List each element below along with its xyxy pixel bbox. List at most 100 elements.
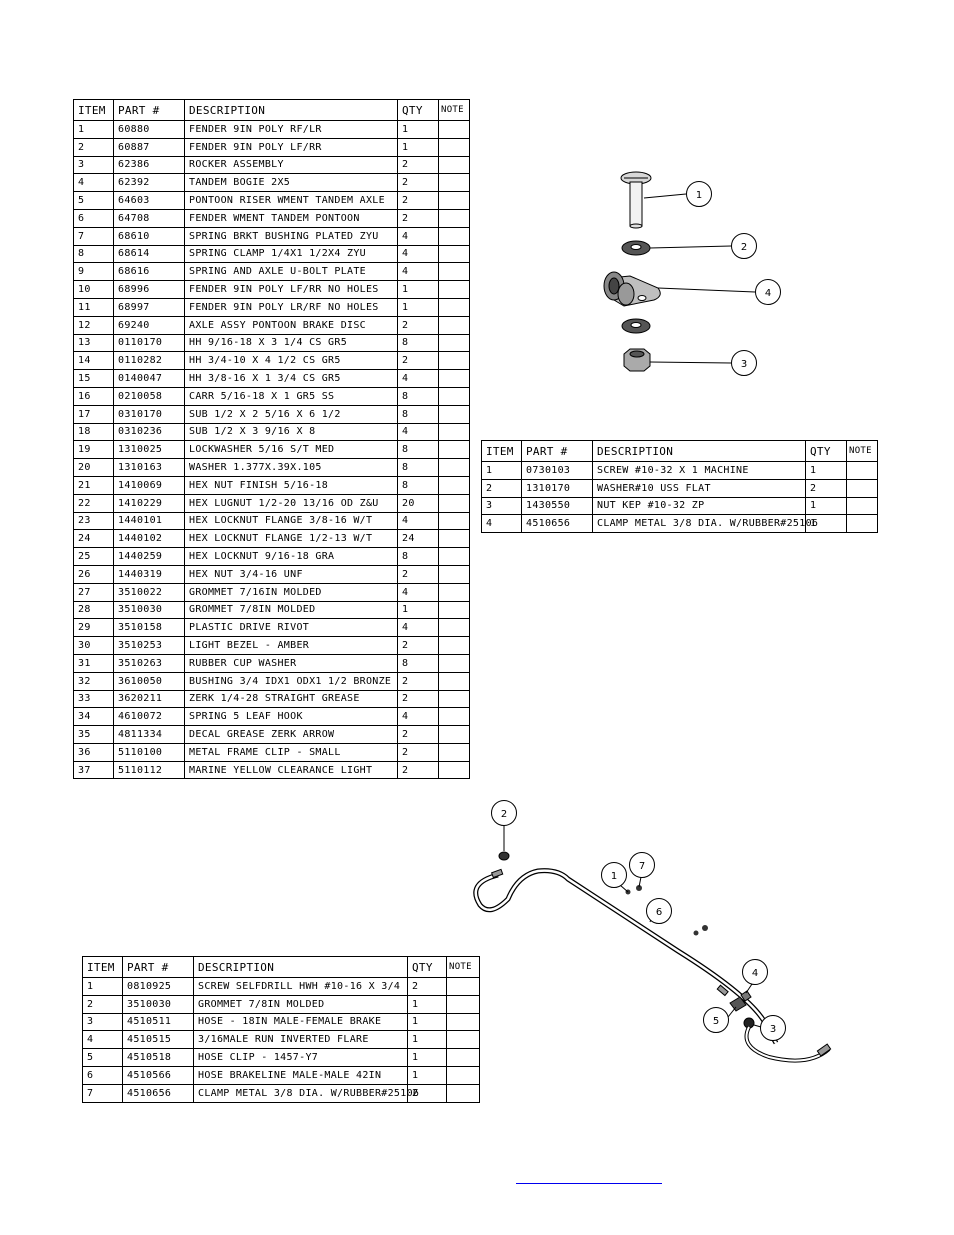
note-cell bbox=[438, 671, 470, 691]
item-cell: 8 bbox=[73, 244, 114, 264]
description-cell: SCREW SELFDRILL HWH #10-16 X 3/4 bbox=[193, 977, 408, 996]
item-cell: 22 bbox=[73, 493, 114, 513]
part-number-cell: 1410229 bbox=[113, 493, 185, 513]
description-cell: SUB 1/2 X 2 5/16 X 6 1/2 bbox=[184, 404, 398, 424]
part-number-cell: 1310025 bbox=[113, 440, 185, 460]
table-header-row: ITEM PART # DESCRIPTION QTY NOTE bbox=[481, 440, 878, 462]
part-number-cell: 1440319 bbox=[113, 564, 185, 584]
header-item: ITEM bbox=[82, 956, 123, 978]
header-description: DESCRIPTION bbox=[184, 99, 398, 121]
qty-cell: 20 bbox=[397, 493, 439, 513]
callout-3: 3 bbox=[770, 1024, 776, 1035]
part-number-cell: 64603 bbox=[113, 191, 185, 210]
qty-cell: 1 bbox=[397, 137, 439, 157]
qty-cell: 1 bbox=[805, 514, 847, 534]
description-cell: CARR 5/16-18 X 1 GR5 SS bbox=[184, 386, 398, 406]
fitting-part bbox=[729, 996, 747, 1012]
description-cell: DECAL GREASE ZERK ARROW bbox=[184, 725, 398, 744]
note-cell bbox=[438, 262, 470, 282]
item-cell: 10 bbox=[73, 280, 114, 299]
item-cell: 2 bbox=[82, 994, 123, 1014]
part-number-cell: 62386 bbox=[113, 155, 185, 175]
header-note: NOTE bbox=[846, 440, 878, 462]
item-cell: 34 bbox=[73, 707, 114, 727]
note-cell bbox=[438, 707, 470, 727]
header-note: NOTE bbox=[446, 956, 480, 978]
footer-link[interactable] bbox=[516, 1180, 662, 1184]
header-qty: QTY bbox=[397, 99, 439, 121]
qty-cell: 2 bbox=[397, 173, 439, 193]
qty-cell: 2 bbox=[397, 725, 439, 744]
note-cell bbox=[438, 600, 470, 620]
qty-cell: 2 bbox=[397, 671, 439, 691]
item-cell: 2 bbox=[481, 478, 522, 498]
header-description: DESCRIPTION bbox=[193, 956, 408, 978]
description-cell: CLAMP METAL 3/8 DIA. W/RUBBER#25106 bbox=[193, 1083, 419, 1103]
item-cell: 26 bbox=[73, 564, 114, 584]
note-cell bbox=[438, 137, 470, 157]
description-cell: GROMMET 7/8IN MOLDED bbox=[184, 600, 398, 620]
qty-cell: 1 bbox=[397, 280, 439, 299]
qty-cell: 4 bbox=[397, 511, 439, 531]
description-cell: HEX LOCKNUT FLANGE 3/8-16 W/T bbox=[184, 511, 398, 531]
description-cell: RUBBER CUP WASHER bbox=[184, 653, 398, 673]
description-cell: SCREW #10-32 X 1 MACHINE bbox=[592, 461, 806, 480]
description-cell: WASHER 1.377X.39X.105 bbox=[184, 458, 398, 477]
qty-cell: 2 bbox=[397, 564, 439, 584]
item-cell: 5 bbox=[73, 191, 114, 210]
part-number-cell: 68610 bbox=[113, 226, 185, 246]
part-number-cell: 60880 bbox=[113, 120, 185, 139]
item-cell: 7 bbox=[82, 1083, 123, 1103]
qty-cell: 2 bbox=[397, 636, 439, 655]
qty-cell: 1 bbox=[407, 1030, 447, 1050]
item-cell: 16 bbox=[73, 386, 114, 406]
item-cell: 20 bbox=[73, 458, 114, 477]
header-item: ITEM bbox=[481, 440, 522, 462]
note-cell bbox=[438, 760, 470, 780]
item-cell: 1 bbox=[73, 120, 114, 139]
item-cell: 1 bbox=[82, 977, 123, 996]
note-cell bbox=[438, 742, 470, 762]
part-number-cell: 4610072 bbox=[113, 707, 185, 727]
item-cell: 3 bbox=[73, 155, 114, 175]
note-cell bbox=[846, 514, 878, 534]
note-cell bbox=[438, 458, 470, 477]
part-number-cell: 4510656 bbox=[521, 514, 593, 534]
qty-cell: 1 bbox=[407, 1065, 447, 1085]
description-cell: AXLE ASSY PONTOON BRAKE DISC bbox=[184, 315, 398, 335]
description-cell: TANDEM BOGIE 2X5 bbox=[184, 173, 398, 193]
part-number-cell: 62392 bbox=[113, 173, 185, 193]
description-cell: PONTOON RISER WMENT TANDEM AXLE bbox=[184, 191, 398, 210]
description-cell: HEX LOCKNUT 9/16-18 GRA bbox=[184, 547, 398, 566]
item-cell: 17 bbox=[73, 404, 114, 424]
callout-1: 1 bbox=[611, 871, 617, 882]
description-cell: BUSHING 3/4 IDX1 ODX1 1/2 BRONZE bbox=[184, 671, 398, 691]
qty-cell: 4 bbox=[397, 244, 439, 264]
part-number-cell: 4510515 bbox=[122, 1030, 194, 1050]
part-number-cell: 4811334 bbox=[113, 725, 185, 744]
part-number-cell: 3510030 bbox=[113, 600, 185, 620]
description-cell: HH 3/8-16 X 1 3/4 CS GR5 bbox=[184, 369, 398, 388]
part-number-cell: 4510511 bbox=[122, 1012, 194, 1032]
clamp-hardware-drawing: 1 2 4 3 bbox=[603, 171, 781, 376]
item-cell: 6 bbox=[82, 1065, 123, 1085]
table-header-row: ITEM PART # DESCRIPTION QTY NOTE bbox=[82, 956, 480, 978]
note-cell bbox=[438, 297, 470, 317]
qty-cell: 1 bbox=[397, 600, 439, 620]
part-number-cell: 1430550 bbox=[521, 496, 593, 516]
